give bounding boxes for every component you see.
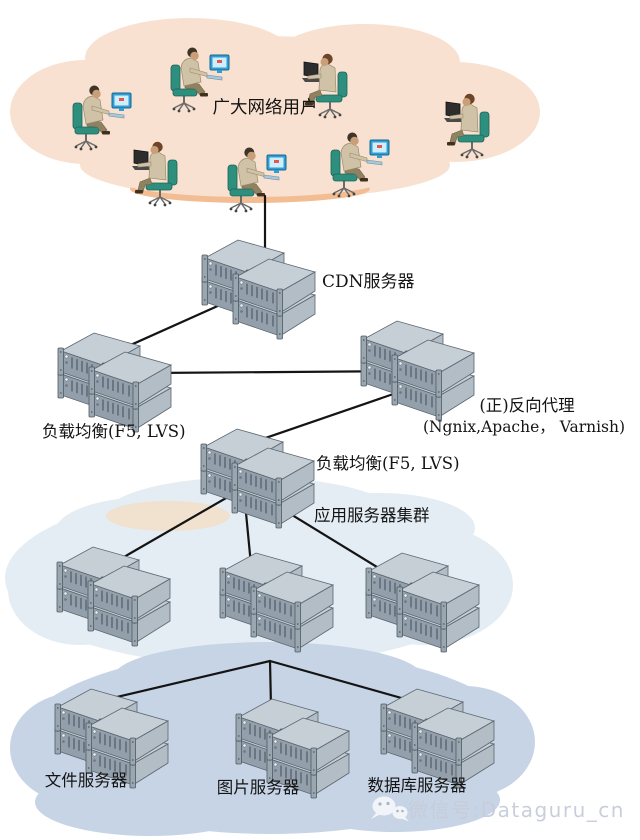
edge-lb2-app-left (108, 488, 242, 567)
lb1-cluster (58, 333, 171, 432)
app-cloud-label: 应用服务器集群 (314, 506, 430, 525)
wechat-watermark: 微信号:Dataguru_cn (371, 796, 625, 822)
wechat-icon (371, 796, 409, 822)
edge-proxy-lb2 (243, 388, 407, 447)
edge-junction-file (98, 659, 272, 703)
cdn-label: CDN服务器 (322, 272, 415, 292)
lb2-label: 负载均衡(F5, LVS) (316, 454, 460, 473)
cdn-cluster (202, 240, 315, 339)
db-server-label: 数据库服务器 (368, 776, 468, 795)
file-server-label: 文件服务器 (45, 771, 128, 790)
edge-junction-db (268, 659, 407, 701)
proxy-label-line1: (正)反向代理 (479, 396, 574, 415)
proxy-cluster (361, 321, 474, 420)
watermark-text: 微信号:Dataguru_cn (408, 798, 625, 822)
users-cloud-label: 广大网络用户 (213, 98, 318, 118)
image-server-label: 图片服务器 (217, 778, 300, 797)
lb1-label: 负载均衡(F5, LVS) (42, 422, 186, 441)
proxy-label-line2: (Ngnix,Apache， Varnish) (423, 418, 625, 436)
